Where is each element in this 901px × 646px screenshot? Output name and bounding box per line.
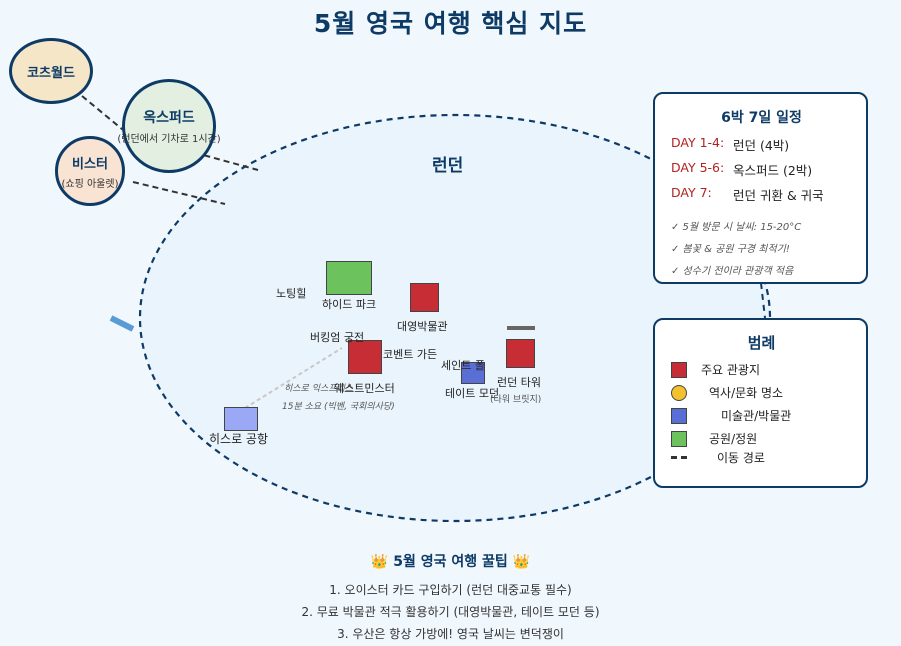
tower-bridge-label: (타워 브릿지): [490, 395, 542, 405]
region-oxford-sub: (런던에서 기차로 1시간): [117, 134, 221, 145]
heathrow-express-route: [244, 347, 343, 409]
legend-item-history: 역사/문화 명소: [671, 384, 852, 401]
buckingham-label: 버킹엄 궁전: [310, 331, 365, 344]
region-bicester[interactable]: 비스터 (쇼핑 아울렛): [55, 136, 125, 206]
itinerary-text: 옥스퍼드 (2박): [733, 163, 813, 178]
tip-item: 2. 무료 박물관 적극 활용하기 (대영박물관, 테이트 모던 등): [301, 605, 600, 619]
page-title: 5월 영국 여행 핵심 지도: [313, 9, 588, 38]
tips-title: 👑 5월 영국 여행 꿀팁 👑: [370, 554, 531, 570]
heathrow-note2: 15분 소요 (빅벤, 국회의사당): [282, 402, 395, 412]
legend-label: 역사/문화 명소: [709, 386, 784, 400]
river-marker: [109, 315, 135, 332]
region-cotswolds[interactable]: 코츠월드: [9, 38, 93, 104]
hyde-park-marker[interactable]: [326, 261, 372, 295]
itinerary-text: 런던 (4박): [733, 138, 790, 153]
red-square-icon: [671, 361, 687, 378]
legend-title: 범례: [747, 334, 776, 352]
westminster-marker[interactable]: [348, 340, 382, 374]
london-label: 런던: [432, 156, 464, 176]
legend-item-main: 주요 관광지: [671, 361, 852, 378]
green-square-icon: [671, 430, 687, 447]
itinerary-day: DAY 1-4:: [671, 135, 725, 150]
heathrow-note1: 히스로 익스프레스: [284, 384, 354, 394]
tower-london-label: 런던 타워: [497, 376, 541, 389]
legend-panel: 범례 주요 관광지 역사/문화 명소 미술관/박물관 공원/정원 이동 경로: [653, 318, 868, 488]
itinerary-row: DAY 5-6: 옥스퍼드 (2박): [671, 160, 852, 179]
itinerary-day: DAY 7:: [671, 185, 712, 200]
itinerary-note: ✓ 봄꽃 & 공원 구경 최적기!: [671, 244, 790, 255]
region-bicester-label: 비스터: [72, 156, 108, 172]
legend-item-museum: 미술관/박물관: [671, 407, 852, 424]
tate-modern-marker[interactable]: [461, 362, 485, 384]
st-paul-label: 세인트 폴: [441, 359, 485, 372]
tip-item: 3. 우산은 항상 가방에! 영국 날씨는 변덕쟁이: [337, 627, 564, 641]
region-cotswolds-label: 코츠월드: [27, 65, 75, 81]
tate-modern-label: 테이트 모던: [445, 387, 500, 400]
legend-label: 미술관/박물관: [721, 409, 792, 423]
dashed-line-icon: [671, 456, 687, 459]
legend-item-park: 공원/정원: [671, 430, 852, 447]
heathrow-label: 히스로 공항: [209, 432, 269, 446]
legend-label: 주요 관광지: [701, 363, 761, 377]
legend-label: 이동 경로: [717, 451, 765, 465]
itinerary-row: DAY 1-4: 런던 (4박): [671, 135, 852, 154]
heathrow-marker[interactable]: [224, 407, 258, 431]
itinerary-day: DAY 5-6:: [671, 160, 725, 175]
legend-item-route: 이동 경로: [671, 449, 852, 466]
tip-item: 1. 오이스터 카드 구입하기 (런던 대중교통 필수): [329, 583, 572, 597]
tower-london-marker[interactable]: [506, 339, 535, 368]
itinerary-title: 6박 7일 일정: [721, 110, 802, 126]
notting-hill-label: 노팅힐: [276, 287, 307, 300]
itinerary-note: ✓ 성수기 전이라 관광객 적음: [671, 266, 794, 277]
region-oxford[interactable]: 옥스퍼드 (런던에서 기차로 1시간): [117, 79, 221, 173]
hyde-park-label: 하이드 파크: [322, 298, 377, 311]
legend-label: 공원/정원: [709, 432, 758, 446]
british-museum-marker[interactable]: [410, 283, 439, 312]
itinerary-row: DAY 7: 런던 귀환 & 귀국: [671, 185, 852, 204]
itinerary-panel: 6박 7일 일정 DAY 1-4: 런던 (4박) DAY 5-6: 옥스퍼드 …: [653, 92, 868, 284]
westminster-label: 웨스트민스터: [334, 382, 395, 395]
covent-garden-label: 코벤트 가든: [383, 348, 438, 361]
itinerary-text: 런던 귀환 & 귀국: [733, 188, 824, 203]
route-itinerary-legend: [760, 282, 766, 319]
region-bicester-sub: (쇼핑 아울렛): [61, 178, 119, 190]
itinerary-note: ✓ 5월 방문 시 날씨: 15-20°C: [671, 222, 802, 233]
route-bicester: [132, 181, 226, 205]
british-museum-label: 대영박물관: [397, 320, 448, 333]
blue-square-icon: [671, 407, 687, 424]
yellow-circle-icon: [671, 384, 687, 401]
region-oxford-label: 옥스퍼드: [143, 110, 195, 126]
